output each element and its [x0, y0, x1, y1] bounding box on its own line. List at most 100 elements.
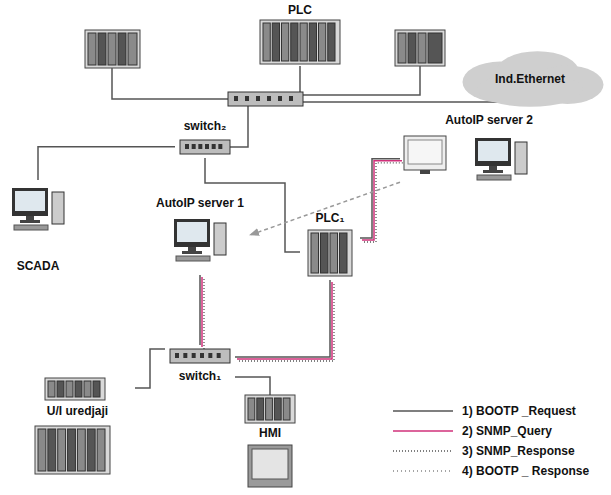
server-node: AutoIP server 2: [400, 112, 535, 190]
plc-module: [48, 381, 55, 397]
connector-line: [360, 159, 400, 238]
switch-port: [256, 96, 260, 101]
response-line: [239, 284, 334, 361]
pc-tower: [52, 192, 64, 224]
connector-line: [199, 275, 201, 345]
plc-module: [340, 233, 348, 273]
plc-node: PLC₁: [300, 210, 360, 280]
switch-port: [192, 144, 196, 149]
switch-port: [234, 96, 238, 101]
plc-module: [128, 33, 137, 65]
legend-row: 2) SNMP_Query: [392, 424, 552, 438]
legend-line: [393, 410, 453, 412]
monitor-base: [20, 220, 40, 223]
connector: [360, 159, 404, 242]
plc-module: [283, 398, 290, 420]
switch-node: switch₂: [175, 118, 235, 158]
node-label: switch₂: [182, 118, 229, 135]
plc-module: [93, 381, 100, 397]
connector: [38, 147, 175, 180]
plc-module: [291, 23, 298, 61]
monitor-stand: [26, 216, 34, 220]
connector: [235, 280, 334, 361]
legend-text: 1) BOOTP _Request: [462, 404, 576, 418]
legend-sample: [392, 446, 454, 456]
connector-line: [135, 349, 165, 388]
monitor-screen: [15, 191, 45, 211]
legend-line: [393, 470, 453, 472]
response-line: [203, 279, 204, 349]
plc-rack: [395, 30, 445, 66]
connector: [235, 377, 270, 395]
wire: [230, 106, 248, 147]
wire: [303, 101, 500, 103]
pc-tower: [214, 223, 226, 255]
switch-body: [180, 140, 230, 154]
device-icon: [240, 395, 300, 489]
query-line: [201, 277, 203, 347]
node-label: Ind.Ethernet: [493, 71, 567, 88]
plc-module: [263, 23, 270, 61]
connector-line: [235, 377, 270, 395]
switch-port: [267, 96, 271, 101]
plc-module: [311, 233, 319, 273]
server-node: AutoIP server 1: [150, 195, 250, 275]
legend-text: 2) SNMP_Query: [462, 424, 552, 438]
monitor-stand: [420, 170, 430, 174]
plc-module: [248, 398, 255, 420]
plc-module: [58, 429, 66, 471]
io-devices-node: U/I uredjaji: [20, 378, 135, 478]
legend-line: [393, 430, 453, 432]
wire: [299, 66, 301, 92]
plc-module: [300, 23, 307, 61]
legend-row: 1) BOOTP _Request: [392, 404, 576, 418]
plc-module: [428, 33, 442, 63]
switch-port: [185, 144, 189, 149]
legend-row: 3) SNMP_Response: [392, 444, 575, 458]
plc-module: [398, 33, 406, 63]
plc-module: [66, 381, 73, 397]
hmi-screen: [252, 449, 288, 479]
switch-node: switch₁: [165, 345, 235, 385]
plc-module: [68, 429, 76, 471]
wires: [112, 66, 500, 147]
switch-port: [183, 353, 187, 358]
node-label: PLC: [286, 2, 314, 19]
switch-port: [198, 144, 202, 149]
connector: [135, 349, 165, 388]
plc-module: [274, 398, 281, 420]
query-line: [237, 282, 332, 359]
right-plc-rack: [395, 30, 445, 66]
plc-module: [118, 33, 126, 65]
plc-module: [319, 23, 326, 61]
plc-module: [98, 33, 106, 65]
plc-module: [272, 23, 279, 61]
switch-port: [245, 96, 249, 101]
connector: [200, 275, 204, 349]
legend-text: 4) BOOTP _ Response: [462, 464, 589, 478]
plc-rack: [35, 426, 110, 474]
plc-module: [330, 233, 338, 273]
monitor-stand: [489, 166, 497, 170]
dashed-connector: [250, 182, 400, 235]
legend-line: [393, 450, 453, 452]
switch-port: [192, 353, 196, 358]
switch-port: [205, 144, 209, 149]
node-label: switch₁: [177, 368, 223, 385]
switch-port: [218, 144, 222, 149]
node-label: PLC₁: [314, 210, 347, 227]
plc-module: [328, 23, 335, 61]
hmi-node: HMI: [240, 395, 300, 489]
device-icon: [20, 378, 135, 478]
network-cloud: Ind.Ethernet: [455, 50, 605, 108]
plc-module: [87, 429, 95, 471]
node-label: HMI: [257, 425, 283, 442]
plc-module: [77, 429, 85, 471]
switch-body: [170, 349, 230, 363]
monitor-frame: [174, 219, 210, 247]
plc-module: [57, 381, 64, 397]
pc-tower: [515, 142, 527, 174]
switch-port: [217, 353, 221, 358]
wire: [303, 66, 420, 95]
